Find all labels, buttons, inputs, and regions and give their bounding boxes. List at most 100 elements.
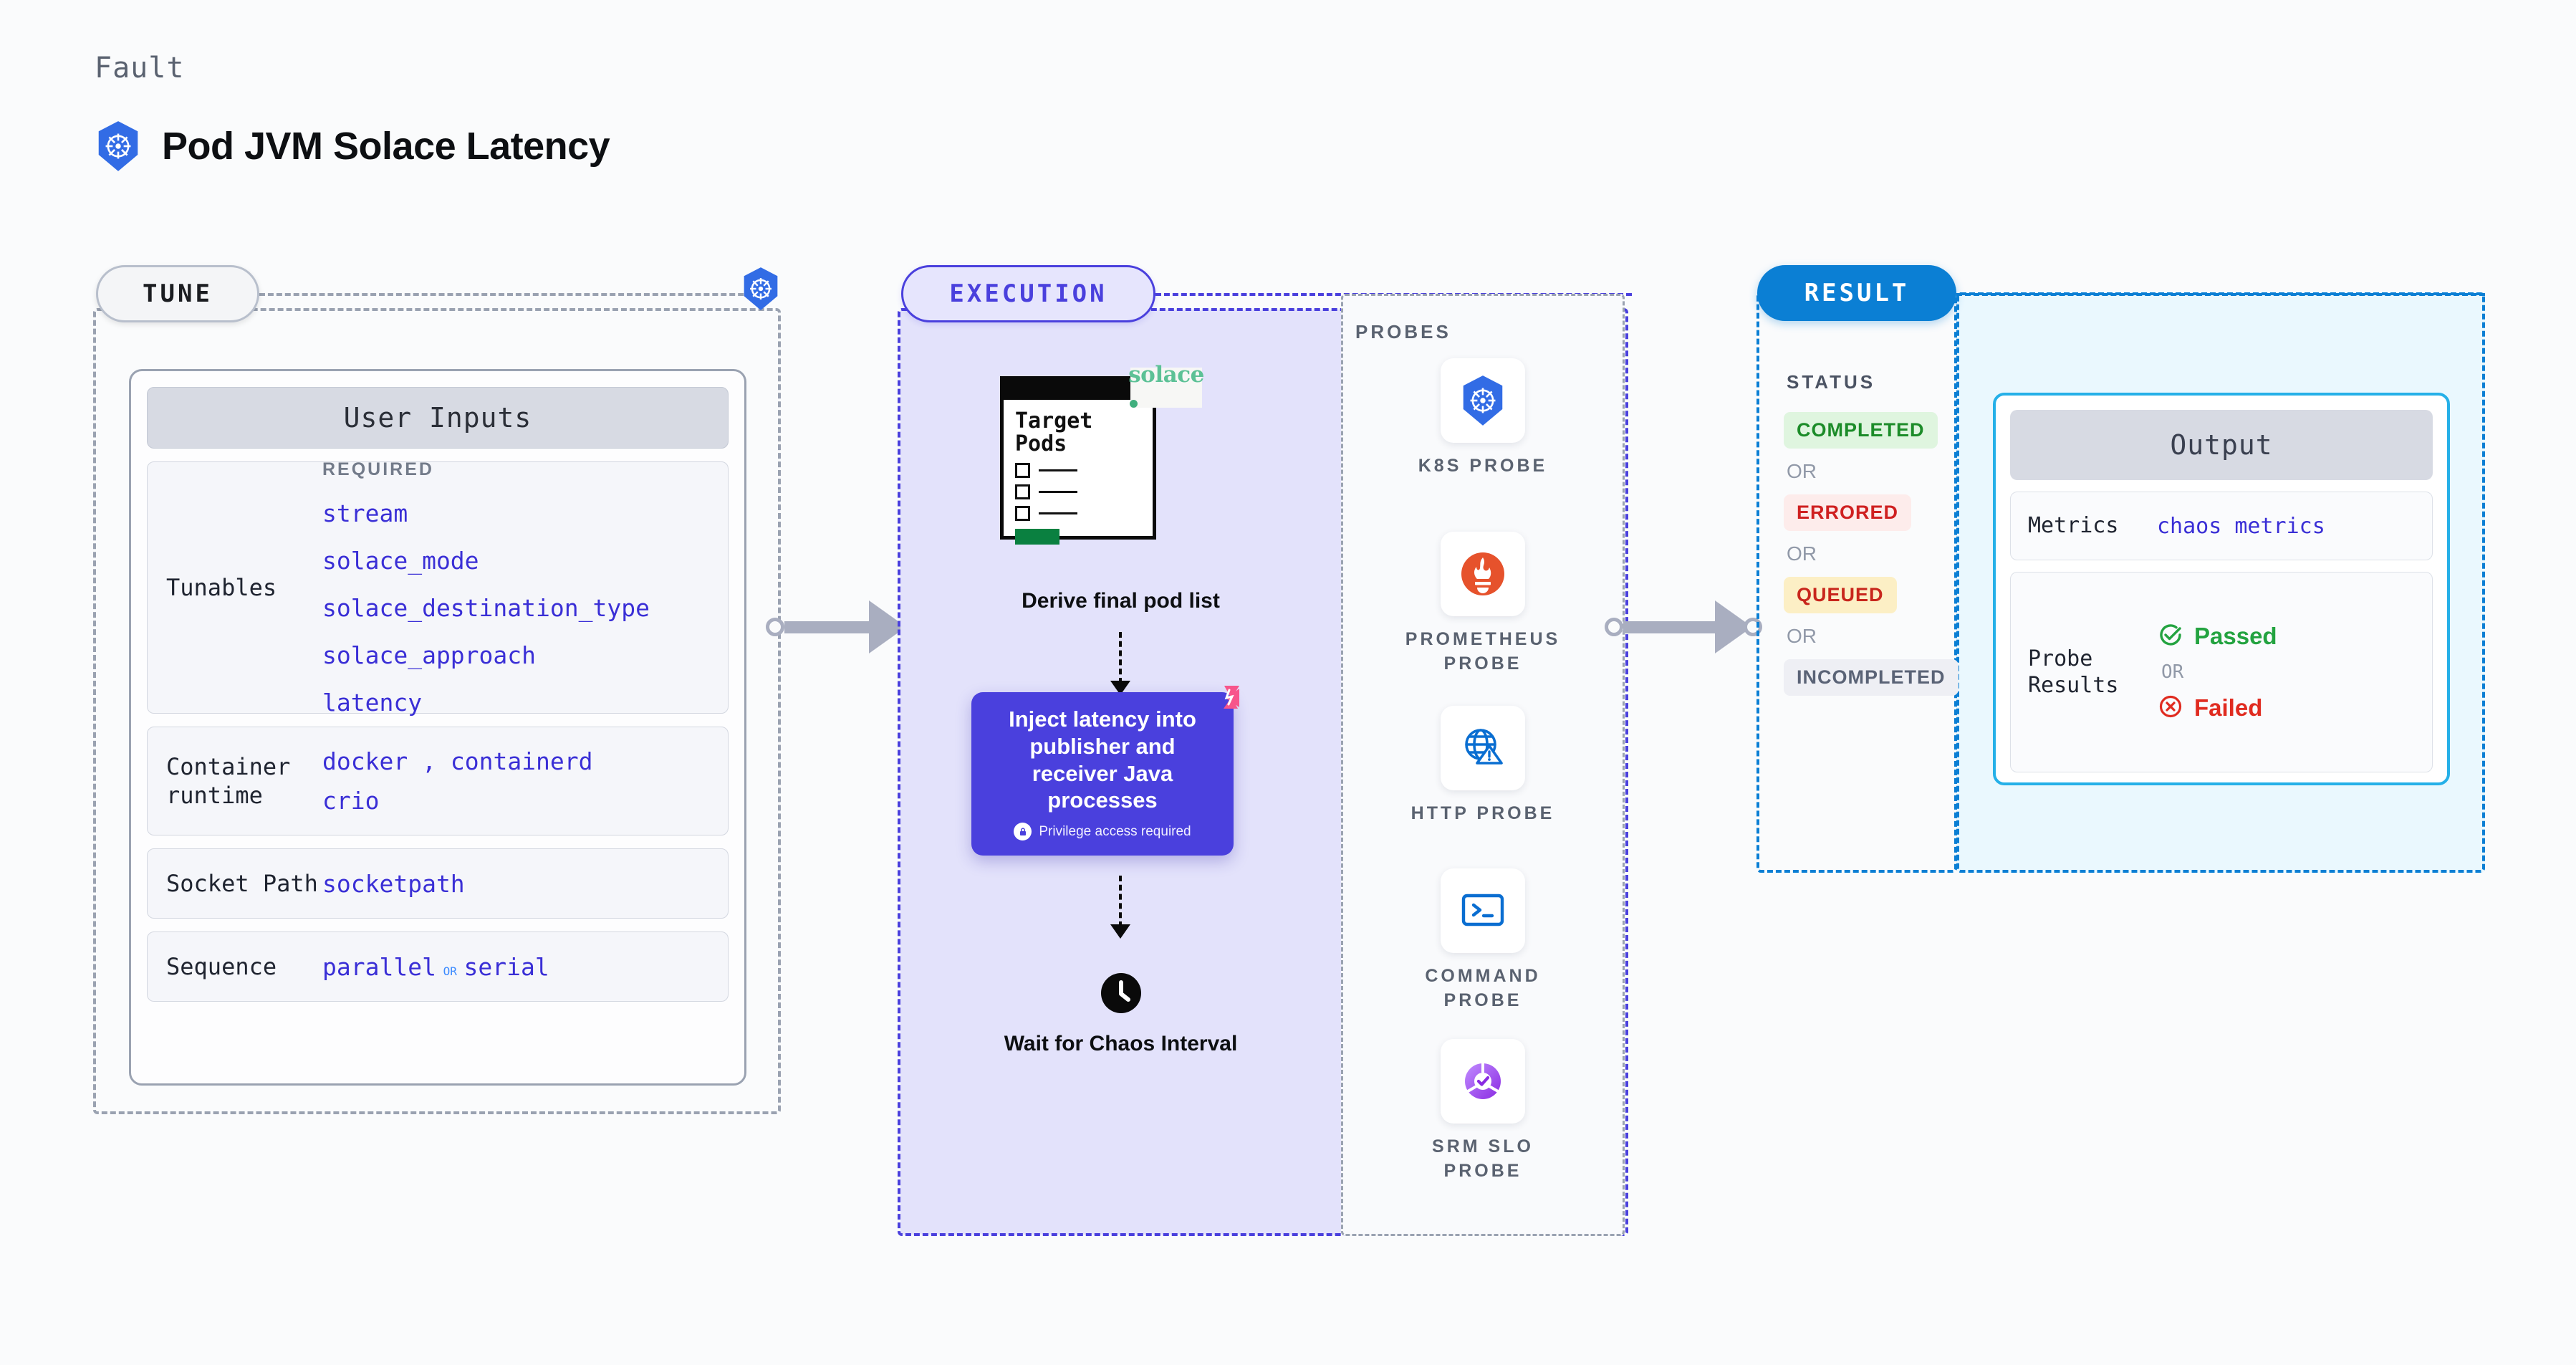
connector-execution-to-result [1605, 600, 1762, 653]
tunables-label: Tunables [166, 574, 277, 601]
metrics-value[interactable]: chaos metrics [2157, 513, 2325, 539]
probe-label: HTTP PROBE [1410, 803, 1555, 823]
check-circle-icon [2157, 621, 2184, 651]
connector-bar [1623, 621, 1716, 633]
wait-chaos-icon-wrap [900, 971, 1341, 1019]
pod-line [1039, 490, 1077, 493]
privilege-note-text: Privilege access required [1039, 823, 1191, 839]
tunables-values: REQUIRED stream solace_mode solace_desti… [322, 459, 709, 717]
flow-arrow-head-2 [1110, 924, 1130, 939]
connector-tune-to-execution [766, 600, 916, 653]
container-runtime-label: Container runtime [166, 753, 291, 809]
user-inputs-header: User Inputs [147, 387, 729, 449]
metrics-label: Metrics [2028, 513, 2119, 539]
sequence-serial[interactable]: serial [463, 952, 549, 981]
probe-results-label: Probe Results [2028, 646, 2119, 699]
litmus-chaos-icon [1208, 684, 1241, 719]
status-badge-completed: COMPLETED [1784, 412, 1938, 449]
probe-result-passed: Passed [2157, 621, 2415, 651]
probe-results-row: Probe Results Passed OR [2010, 572, 2433, 772]
container-runtime-row: Container runtime docker , containerd cr… [147, 727, 729, 835]
pod-line [1039, 512, 1077, 514]
pod-line [1039, 469, 1077, 471]
status-badge-incompleted: INCOMPLETED [1784, 659, 1959, 696]
probe-results-values: Passed OR Failed [2157, 621, 2415, 723]
status-badge-errored: ERRORED [1784, 494, 1912, 531]
solace-brand-badge: solace [1128, 362, 1204, 408]
pod-checkbox[interactable] [1015, 505, 1030, 521]
passed-label: Passed [2194, 623, 2277, 649]
result-dash-connector [1956, 293, 2485, 296]
probe-result-or: OR [2161, 661, 2184, 683]
probes-title: PROBES [1355, 321, 1451, 343]
solace-dot-icon [1130, 400, 1138, 408]
probe-label: K8S PROBE [1418, 456, 1548, 476]
probe-prometheus[interactable]: PROMETHEUS PROBE [1341, 532, 1625, 676]
page-title: Pod JVM Solace Latency [162, 125, 610, 168]
sequence-label: Sequence [166, 953, 277, 980]
probe-http[interactable]: HTTP PROBE [1341, 706, 1625, 826]
pod-progress-bar [1015, 528, 1059, 545]
runtime-docker[interactable]: docker [322, 747, 408, 775]
required-label: REQUIRED [322, 459, 434, 479]
http-globe-warning-icon [1441, 706, 1525, 790]
status-or-2: OR [1787, 542, 1817, 565]
user-inputs-card: User Inputs Tunables REQUIRED stream sol… [129, 369, 746, 1086]
socket-path-value[interactable]: socketpath [322, 869, 465, 898]
target-pods-title: Target Pods [1015, 408, 1093, 457]
socket-path-row: Socket Path socketpath [147, 848, 729, 919]
execution-phase-container [898, 308, 1628, 1236]
pod-checkbox[interactable] [1015, 462, 1030, 478]
terminal-icon [1441, 868, 1525, 953]
output-card: Output Metrics chaos metrics Probe Resul… [1993, 393, 2450, 785]
privilege-note: Privilege access required [1014, 823, 1191, 841]
tunable-stream[interactable]: stream [322, 499, 408, 527]
tune-kubernetes-badge-icon [741, 267, 781, 315]
tunables-row: Tunables REQUIRED stream solace_mode sol… [147, 459, 729, 717]
tunable-latency[interactable]: latency [322, 688, 423, 717]
probe-label: PROMETHEUS PROBE [1405, 629, 1561, 674]
flow-arrow-2 [1119, 876, 1122, 927]
probe-srm-slo[interactable]: SRM SLO PROBE [1341, 1039, 1625, 1184]
sequence-parallel[interactable]: parallel [322, 952, 436, 981]
tune-phase-pill[interactable]: TUNE [96, 265, 259, 322]
lock-icon [1014, 823, 1032, 841]
probe-label: COMMAND PROBE [1425, 966, 1541, 1010]
result-phase-pill[interactable]: RESULT [1757, 265, 1956, 321]
tunable-solace-destination-type[interactable]: solace_destination_type [322, 593, 650, 622]
derive-pod-list-caption: Derive final pod list [1022, 589, 1220, 613]
x-circle-icon [2157, 693, 2184, 723]
connector-bar [784, 621, 870, 633]
solace-label: solace [1128, 362, 1204, 388]
probe-command[interactable]: COMMAND PROBE [1341, 868, 1625, 1013]
sequence-row: Sequence parallel OR serial [147, 931, 729, 1002]
page-eyebrow: Fault [95, 52, 185, 85]
status-list: COMPLETED OR ERRORED OR QUEUED OR INCOMP… [1784, 412, 1963, 696]
kubernetes-icon [95, 120, 142, 172]
runtime-crio[interactable]: crio [322, 787, 380, 815]
tunable-solace-mode[interactable]: solace_mode [322, 546, 479, 575]
probe-k8s[interactable]: K8S PROBE [1341, 358, 1625, 479]
runtime-separator: , [422, 747, 436, 775]
card-titlebar [1004, 380, 1153, 400]
runtime-containerd[interactable]: containerd [450, 747, 593, 775]
flow-arrow-head-1 [1110, 681, 1130, 695]
tune-phase-container [93, 308, 781, 1114]
srm-slo-donut-icon [1441, 1039, 1525, 1124]
prometheus-icon [1441, 532, 1525, 616]
socket-path-label: Socket Path [166, 870, 318, 897]
pod-checkbox[interactable] [1015, 484, 1030, 499]
container-runtime-values: docker , containerd crio [322, 747, 709, 815]
tune-dash-connector [259, 293, 761, 296]
inject-latency-step[interactable]: Inject latency into publisher and receiv… [971, 692, 1234, 856]
sequence-or-keyword: OR [443, 964, 457, 978]
connector-start-dot [1605, 618, 1623, 636]
tunable-solace-approach[interactable]: solace_approach [322, 641, 537, 669]
output-header: Output [2010, 410, 2433, 480]
clock-icon [1099, 971, 1143, 1019]
metrics-row: Metrics chaos metrics [2010, 492, 2433, 560]
execution-phase-pill[interactable]: EXECUTION [901, 265, 1155, 322]
status-or-1: OR [1787, 460, 1817, 482]
wait-chaos-interval-caption: Wait for Chaos Interval [1004, 1032, 1238, 1055]
